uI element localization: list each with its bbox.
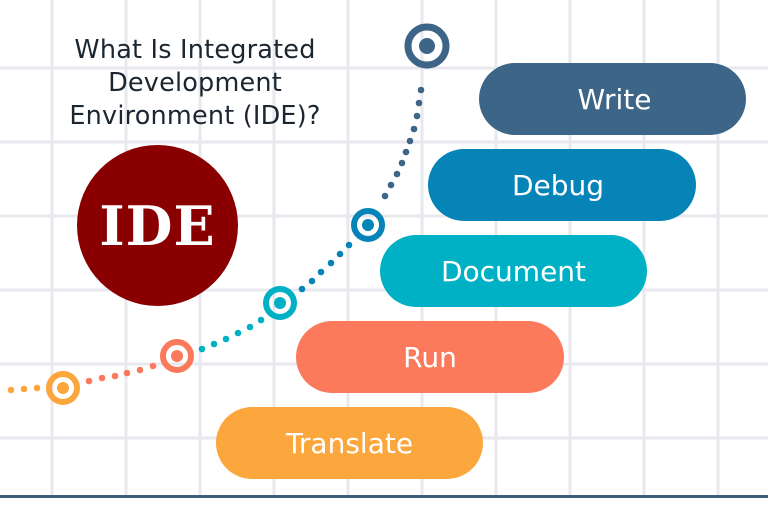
step-translate-label: Translate: [285, 426, 414, 460]
title-line-2: Development: [108, 68, 282, 98]
step-document[interactable]: Document: [380, 235, 647, 307]
step-debug[interactable]: Debug: [428, 149, 696, 221]
title-line-3: Environment (IDE)?: [69, 101, 321, 131]
step-translate[interactable]: Translate: [216, 407, 483, 479]
step-run[interactable]: Run: [296, 321, 564, 393]
step-write-label: Write: [577, 82, 652, 116]
title-line-1: What Is Integrated: [74, 35, 316, 65]
step-run-label: Run: [403, 340, 457, 374]
page-title: What Is Integrated Development Environme…: [30, 34, 360, 133]
step-debug-label: Debug: [511, 168, 605, 202]
ide-logo: IDE: [77, 145, 238, 306]
step-document-label: Document: [440, 254, 587, 288]
step-write[interactable]: Write: [479, 63, 746, 135]
ide-logo-text: IDE: [99, 193, 216, 258]
bottom-rule: [0, 495, 768, 498]
